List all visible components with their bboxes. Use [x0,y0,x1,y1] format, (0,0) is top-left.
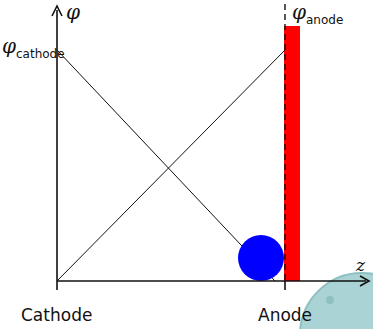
anode-bar [284,26,300,281]
cathode-label: Cathode [21,307,92,324]
anode-tick [284,281,286,290]
anode-dashed-line [284,4,285,281]
axis-symbol: φ [66,2,80,22]
z-axis-arrow [360,276,369,286]
anode-potential: φanode [292,2,343,22]
particle [238,235,284,281]
potential-line-rising [57,50,285,281]
logo-dot [326,296,334,304]
z-axis-label: z [356,257,365,274]
anode-label: Anode [258,307,312,324]
phi-axis-arrow [52,6,62,16]
z-axis [57,280,366,282]
cathode-potential: φcathode [2,36,65,56]
